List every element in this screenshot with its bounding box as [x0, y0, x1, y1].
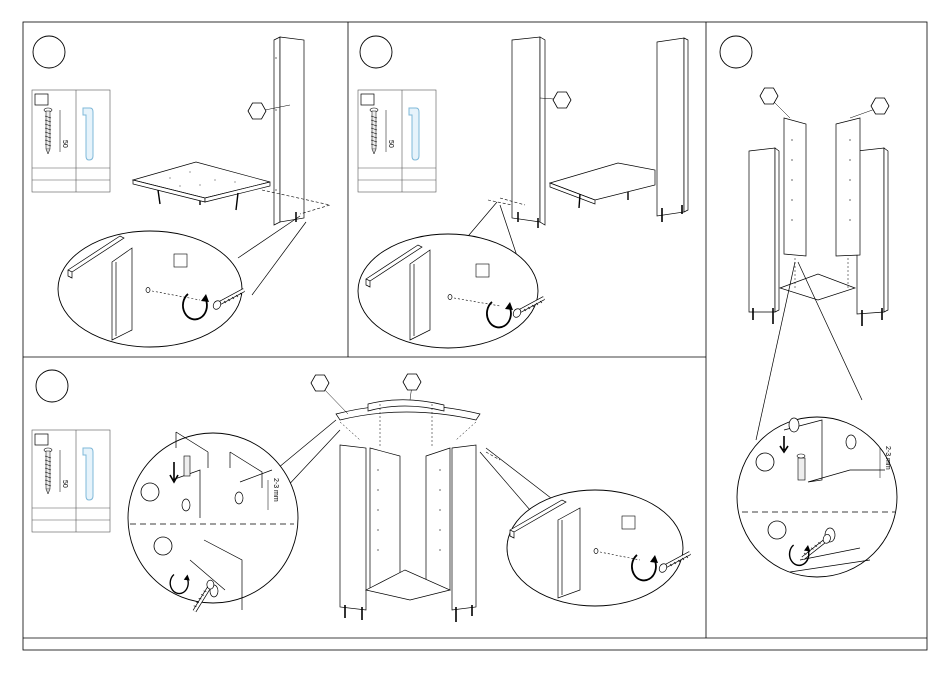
step-4-right-detail-callout	[480, 448, 690, 606]
step-2-detail-callout	[358, 202, 544, 348]
step-1-number-circle	[33, 36, 65, 68]
step-1-panel: 50	[32, 36, 330, 347]
part-id-hexagon	[403, 374, 421, 390]
dowel-icon	[798, 458, 805, 480]
part-id-hexagon	[760, 88, 778, 104]
step-1-detail-callout	[58, 216, 306, 347]
step-4-number-circle	[36, 370, 68, 402]
gap-label: 2-3 mm	[272, 478, 279, 502]
part-id-hexagon	[311, 375, 329, 391]
left-side-panel	[512, 37, 545, 228]
svg-text:50: 50	[387, 140, 394, 148]
gap-label: 2-3 mm	[884, 446, 891, 470]
screw-count-box	[174, 254, 187, 267]
step-3-panel: 2-3 mm	[720, 36, 897, 577]
screw-count-box	[476, 264, 489, 277]
part-id-hexagon	[248, 103, 266, 119]
screw-length-label: 50	[61, 140, 68, 148]
corner-shelf-base	[133, 162, 270, 210]
part-id-hexagon	[871, 98, 889, 114]
hardware-box-1: 50	[32, 90, 110, 192]
step-4-left-detail-callout: 2-3 mm	[128, 420, 340, 611]
screw-count-box	[622, 516, 635, 529]
part-id-hexagon	[553, 92, 571, 108]
step-2-number-circle	[360, 36, 392, 68]
corner-shelf-base	[550, 163, 655, 208]
side-panel	[274, 37, 304, 225]
dowel-icon	[184, 456, 190, 476]
step-3-number-circle	[720, 36, 752, 68]
step-2-panel: 50	[358, 36, 688, 348]
cabinet-assembly	[336, 400, 480, 622]
right-side-panel	[657, 38, 688, 222]
step-4-panel: 50	[32, 370, 690, 622]
hardware-box-4: 50	[32, 430, 110, 532]
svg-text:50: 50	[61, 480, 68, 488]
hardware-box-2: 50	[358, 90, 436, 192]
